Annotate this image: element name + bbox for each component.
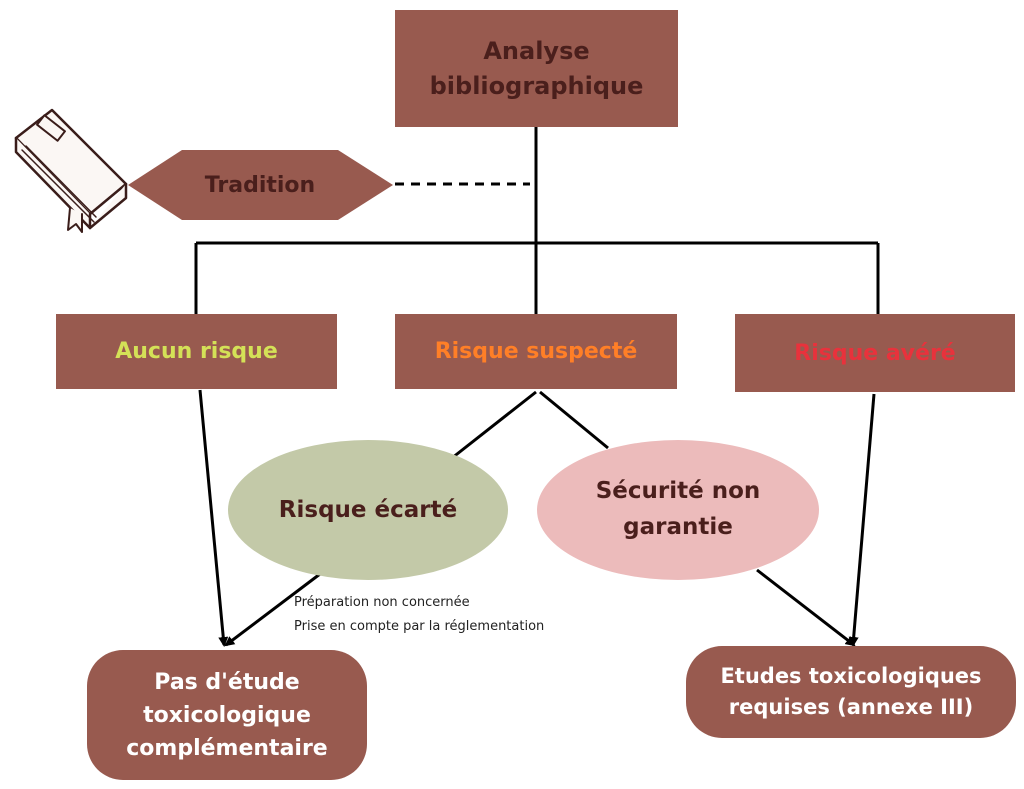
node-risque-suspecte: Risque suspecté xyxy=(395,314,677,389)
node-securite-non-garantie: Sécurité non garantie xyxy=(537,440,819,580)
node-etudes-requises: Etudes toxicologiques requises (annexe I… xyxy=(686,646,1016,738)
arrow-no-risk-to-no-study xyxy=(198,389,229,647)
tradition-hexagon xyxy=(128,150,393,220)
node-risque-avere: Risque avéré xyxy=(735,314,1015,392)
node-analyse-bibliographique: Analyse bibliographique xyxy=(395,10,678,127)
arrow-notguaranteed-to-studies xyxy=(756,568,856,647)
book-icon xyxy=(14,108,128,233)
arrow-dismissed-to-no-study xyxy=(224,572,321,647)
node-aucun-risque: Aucun risque xyxy=(56,314,337,389)
arrow-proven-to-studies xyxy=(848,393,876,647)
note-line-1: Préparation non concernée xyxy=(294,595,470,610)
node-risque-ecarte: Risque écarté xyxy=(228,440,508,580)
node-pas-d-etude: Pas d'étude toxicologique complémentaire xyxy=(87,650,367,780)
line-suspected-dismissed xyxy=(451,390,537,460)
node-tradition: Tradition xyxy=(204,172,316,198)
line-suspected-notguaranteed xyxy=(539,390,609,450)
note-line-2: Prise en compte par la réglementation xyxy=(294,619,545,634)
